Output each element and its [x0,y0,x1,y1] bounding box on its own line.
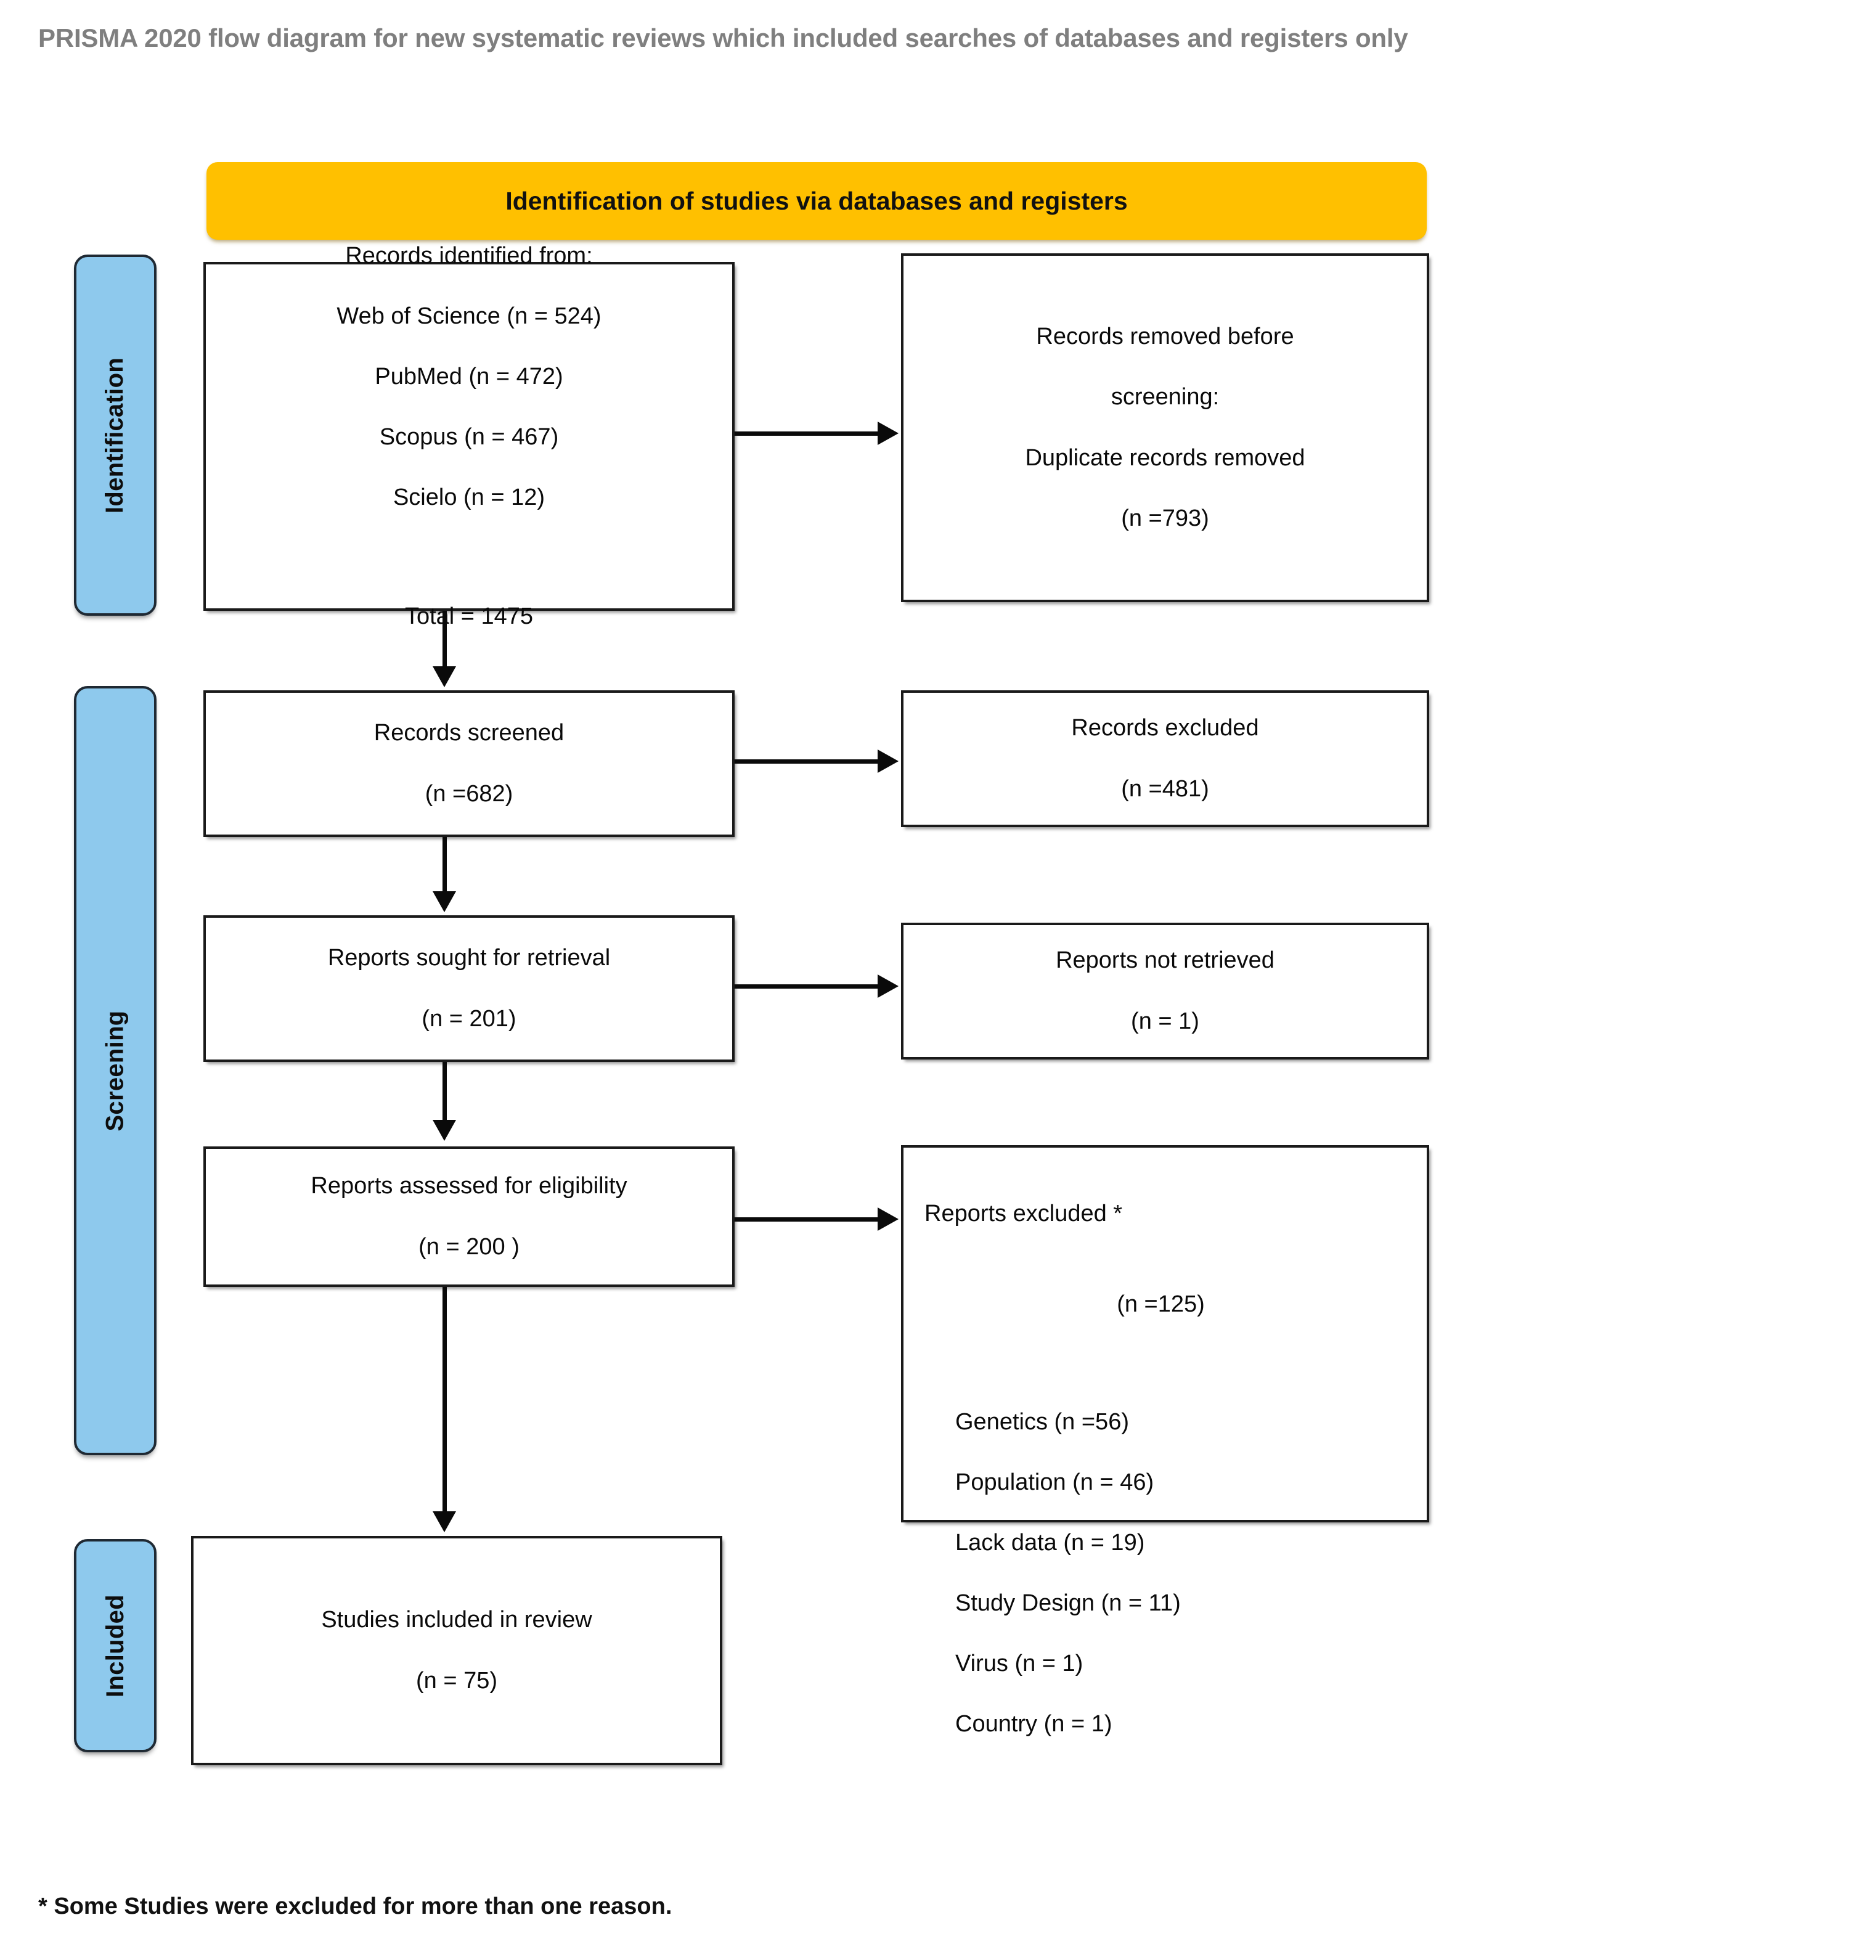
records-excluded-label: Records excluded [1071,715,1259,741]
page-title: PRISMA 2020 flow diagram for new systema… [38,23,1408,52]
arrowhead-right-to-records-excluded [878,749,899,773]
records-identified-text: Records identified from: Web of Science … [206,211,732,662]
arrowhead-right-to-records-removed [878,422,899,445]
arrowhead-down-to-studies-included [433,1511,456,1532]
box-reports-assessed-for-eligibility: Reports assessed for eligibility (n = 20… [203,1146,735,1287]
records-removed-count: (n =793) [1121,505,1209,531]
reports-excluded-label: Reports excluded * [924,1201,1123,1227]
phase-bar-identification: Identification [74,255,157,616]
arrowhead-down-to-reports-sought [433,891,456,912]
box-reports-excluded: Reports excluded * (n =125) Genetics (n … [901,1145,1429,1737]
records-removed-emphasis-screening: screening [1111,384,1213,410]
source-scielo: Scielo (n = 12) [393,484,545,511]
reports-not-retrieved-count: (n = 1) [1131,1008,1199,1034]
arrowhead-right-to-reports-not-retrieved [878,974,899,998]
reports-assessed-label: Reports assessed for eligibility [311,1173,627,1199]
connector-screened-to-sought [442,837,447,895]
reports-excluded-reasons: Genetics (n =56) Population (n = 46) Lac… [903,1377,1427,1770]
records-identified-heading: Records identified from: [345,242,593,269]
reports-sought-count: (n = 201) [422,1005,516,1032]
records-excluded-text: Records excluded (n =481) [903,683,1427,834]
reports-not-retrieved-label: Reports not retrieved [1056,947,1274,974]
records-removed-line1: Records removed before [912,322,1418,352]
records-removed-colon: : [1212,384,1220,410]
phase-label-included: Included [101,1594,129,1697]
box-reports-sought-for-retrieval: Reports sought for retrieval (n = 201) [203,915,735,1062]
reason-country: Country (n = 1) [955,1711,1112,1737]
box-records-screened: Records screened (n =682) [203,690,735,837]
reports-excluded-count: (n =125) [1117,1291,1205,1318]
records-screened-label: Records screened [373,720,565,746]
records-removed-line2: screening: [912,382,1418,412]
records-identified-total: Total = 1475 [404,603,534,630]
reason-study-design: Study Design (n = 11) [955,1590,1181,1617]
stage-header-label: Identification of studies via databases … [505,186,1128,215]
source-web-of-science: Web of Science (n = 524) [336,303,602,329]
reason-population: Population (n = 46) [955,1469,1154,1496]
source-scopus: Scopus (n = 467) [379,424,559,450]
stage-header-identification: Identification of studies via databases … [206,162,1427,240]
box-records-identified: Records identified from: Web of Science … [203,243,735,629]
records-screened-count: (n =682) [425,780,513,807]
box-studies-included-in-review: Studies included in review (n = 75) [191,1536,722,1765]
reason-genetics: Genetics (n =56) [955,1409,1129,1435]
records-excluded-count: (n =481) [1121,775,1209,802]
box-reports-not-retrieved: Reports not retrieved (n = 1) [901,923,1429,1060]
arrowhead-right-to-reports-excluded [878,1207,899,1231]
arrowhead-down-to-reports-assessed [433,1120,456,1141]
connector-sought-to-not-retrieved [735,984,880,989]
studies-included-text: Studies included in review (n = 75) [194,1575,720,1726]
reports-sought-label: Reports sought for retrieval [327,945,611,971]
records-removed-text: Records removed before screening: Duplic… [903,292,1427,563]
reports-assessed-count: (n = 200 ) [418,1233,520,1260]
reports-excluded-heading-block: Reports excluded * [903,1169,1427,1259]
reason-lack-data: Lack data (n = 19) [955,1530,1145,1556]
records-screened-text: Records screened (n =682) [206,688,732,839]
connector-identified-to-removed [735,431,880,436]
reports-not-retrieved-text: Reports not retrieved (n = 1) [903,915,1427,1066]
connector-identified-to-screened [442,611,447,670]
box-records-excluded: Records excluded (n =481) [901,690,1429,827]
phase-bar-included: Included [74,1539,157,1752]
records-identified-spacer [214,543,724,571]
records-removed-line3: Duplicate records removed [1025,444,1305,471]
connector-screened-to-excluded [735,759,880,764]
footnote: * Some Studies were excluded for more th… [38,1893,672,1919]
phase-label-screening: Screening [101,1010,129,1132]
connector-assessed-to-included [442,1287,447,1515]
reports-assessed-text: Reports assessed for eligibility (n = 20… [206,1141,732,1292]
phase-label-identification: Identification [101,357,129,513]
reports-sought-text: Reports sought for retrieval (n = 201) [206,913,732,1064]
arrowhead-down-to-records-screened [433,666,456,687]
records-removed-emphasis-before: before [1227,324,1294,350]
reports-excluded-count-block: (n =125) [903,1259,1427,1350]
studies-included-count: (n = 75) [415,1667,498,1694]
connector-sought-to-assessed [442,1062,447,1124]
records-removed-prefix: Records removed [1036,324,1228,350]
reason-virus: Virus (n = 1) [955,1651,1083,1677]
connector-assessed-to-reports-excluded [735,1217,880,1222]
source-pubmed: PubMed (n = 472) [375,363,563,390]
studies-included-label: Studies included in review [321,1607,592,1633]
box-records-removed-before-screening: Records removed before screening: Duplic… [901,253,1429,602]
phase-bar-screening: Screening [74,686,157,1455]
